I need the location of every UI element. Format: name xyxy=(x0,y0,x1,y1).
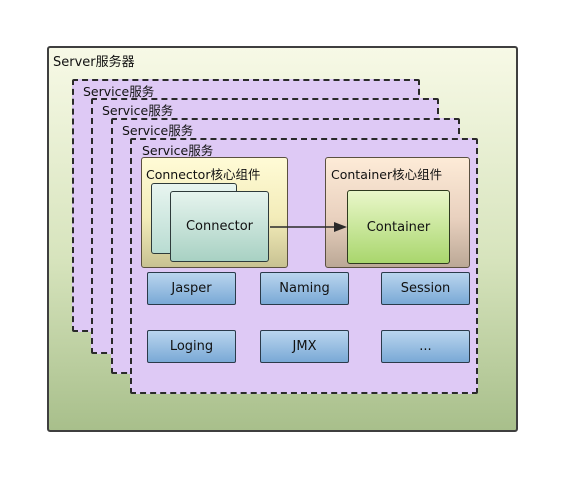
service-title-2: Service服务 xyxy=(102,103,174,118)
component-label: Jasper xyxy=(171,281,212,296)
connector-group-title: Connector核心组件 xyxy=(146,167,261,182)
component-jmx: JMX xyxy=(260,330,349,363)
container-box: Container xyxy=(347,190,450,264)
container-group-title: Container核心组件 xyxy=(331,167,443,182)
component-more: ... xyxy=(381,330,470,363)
connector-label: Connector xyxy=(185,219,254,234)
service-title-3: Service服务 xyxy=(122,123,194,138)
component-label: Naming xyxy=(279,281,330,296)
connector-box: Connector xyxy=(170,191,269,262)
server-title: Server服务器 xyxy=(53,55,135,70)
component-label: ... xyxy=(419,339,432,354)
service-title-1: Service服务 xyxy=(83,84,155,99)
container-label: Container xyxy=(366,219,431,235)
component-naming: Naming xyxy=(260,272,349,305)
component-label: Loging xyxy=(169,339,214,354)
service-title-4: Service服务 xyxy=(142,143,214,158)
component-label: JMX xyxy=(292,339,317,354)
component-loging: Loging xyxy=(147,330,236,363)
component-label: Session xyxy=(400,281,451,296)
component-session: Session xyxy=(381,272,470,305)
component-jasper: Jasper xyxy=(147,272,236,305)
